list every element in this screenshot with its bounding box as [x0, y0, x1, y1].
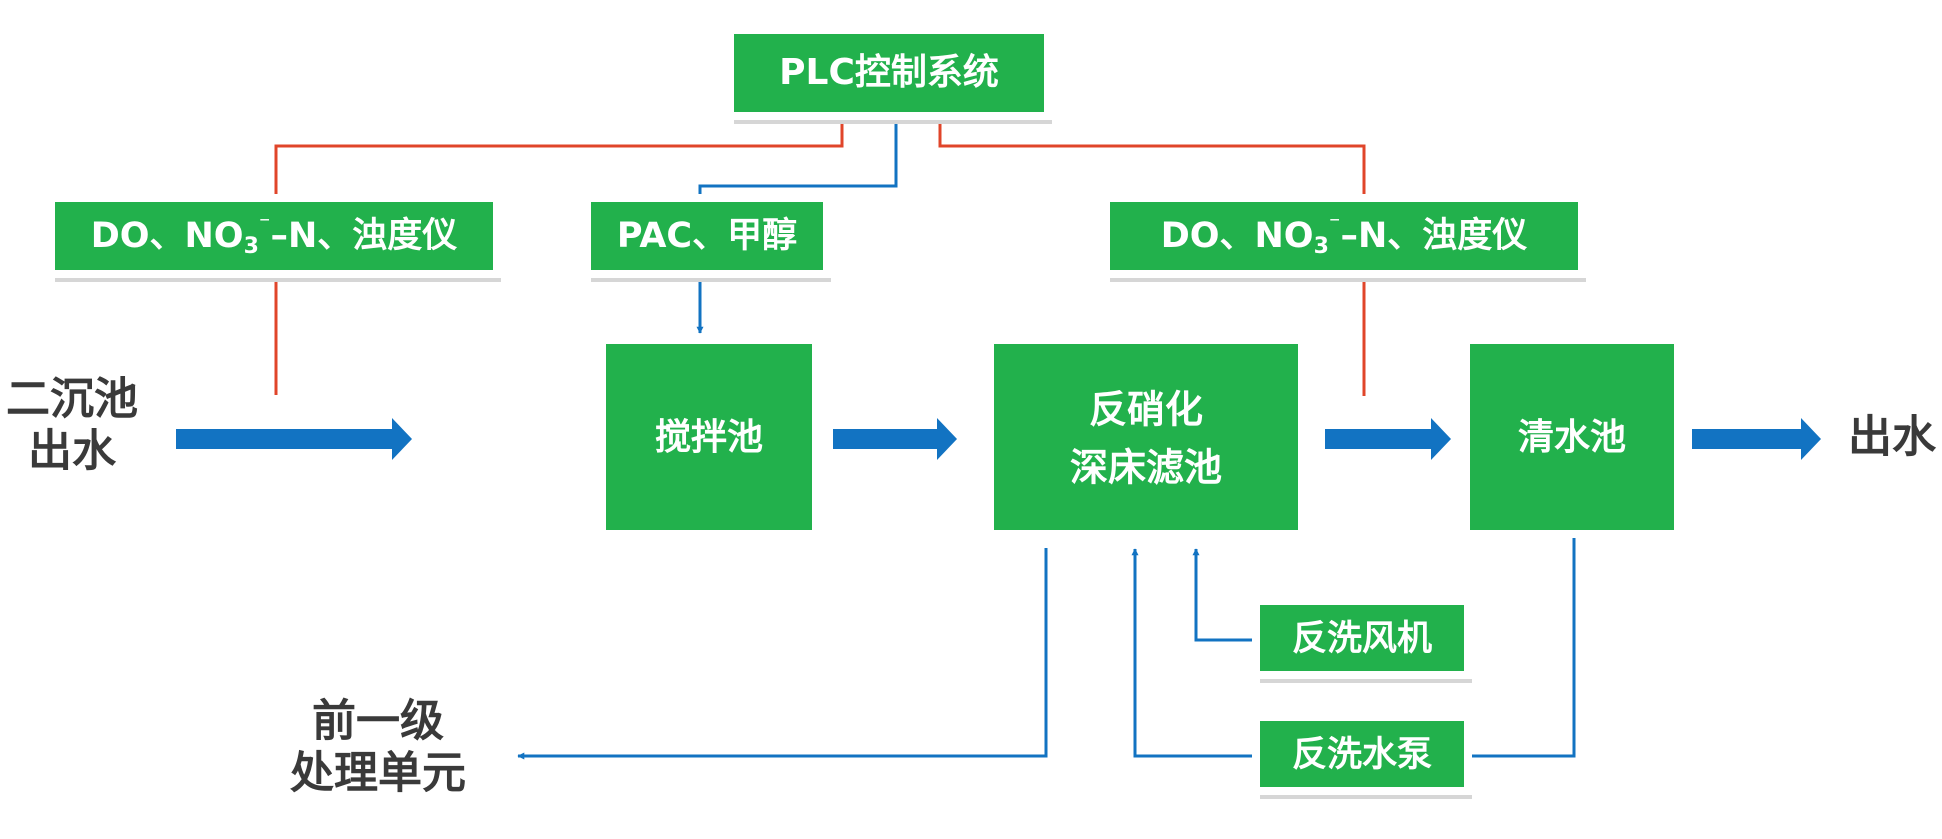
- return-label-line1: 前一级: [312, 696, 444, 747]
- backwash-pump-node: 反洗水泵: [1252, 713, 1472, 799]
- inflow-arrow: [176, 418, 412, 460]
- mixing-tank-label: 搅拌池: [655, 417, 763, 458]
- filter-label-line1: 反硝化: [1089, 388, 1203, 432]
- control-line-left: [274, 118, 844, 202]
- flow-arrow-filter-to-clear: [1325, 418, 1451, 460]
- return-label-line2: 处理单元: [290, 748, 466, 799]
- clear-water-tank-label: 清水池: [1518, 417, 1626, 458]
- sensor-node-left: DO、NO3⁻–N、浊度仪: [47, 194, 501, 282]
- filter-label-line2: 深床滤池: [1070, 446, 1222, 490]
- plc-label: PLC控制系统: [779, 52, 999, 93]
- dosing-node: PAC、甲醇: [583, 194, 831, 282]
- dosing-label: PAC、甲醇: [617, 216, 797, 256]
- inflow-label-line1: 二沉池: [6, 374, 138, 425]
- return-line: [517, 548, 1048, 760]
- sensor-node-right: DO、NO3⁻–N、浊度仪: [1102, 194, 1586, 282]
- plc-control-node: PLC控制系统: [726, 26, 1052, 124]
- denitrification-filter-node: 反硝化 深床滤池: [986, 336, 1306, 538]
- sensor-left-label: DO、NO3⁻–N、浊度仪: [91, 212, 458, 259]
- control-line-right: [938, 118, 1366, 202]
- backwash-blower-label: 反洗风机: [1292, 619, 1432, 659]
- pump-water-line: [1131, 548, 1256, 758]
- flow-arrow-mix-to-filter: [833, 418, 957, 460]
- blower-air-line: [1192, 548, 1256, 642]
- mixing-tank-node: 搅拌池: [598, 336, 820, 538]
- sensor-right-label: DO、NO3⁻–N、浊度仪: [1161, 212, 1528, 259]
- clear-water-feed-line: [1466, 538, 1576, 758]
- outflow-arrow: [1692, 418, 1821, 460]
- inflow-label-line2: 出水: [28, 426, 117, 477]
- dosing-control-line: [698, 118, 898, 204]
- backwash-blower-node: 反洗风机: [1252, 597, 1472, 683]
- outflow-label: 出水: [1848, 412, 1937, 463]
- clear-water-tank-node: 清水池: [1462, 336, 1682, 538]
- backwash-pump-label: 反洗水泵: [1292, 735, 1432, 775]
